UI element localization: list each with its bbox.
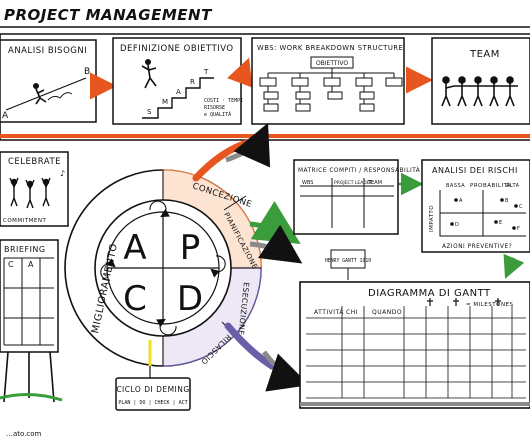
risk-point-e: E bbox=[499, 220, 502, 226]
celebrate-panel: CELEBRATE ♪ COMMITMENT bbox=[0, 151, 69, 227]
process-frame bbox=[0, 33, 530, 141]
gantt-col-quando: QUANDO bbox=[372, 309, 402, 316]
cycle-arrow-bottom-icon bbox=[156, 318, 177, 336]
smart-t: T bbox=[203, 68, 209, 76]
risk-high: ALTA bbox=[506, 183, 520, 189]
matrix-title: MATRICE COMPITI / RESPONSABILITÀ bbox=[298, 167, 420, 174]
risk-actions: AZIONI PREVENTIVE? bbox=[442, 244, 512, 250]
cycle-arrow-top-icon bbox=[149, 200, 170, 218]
risk-probability: PROBABILITÀ bbox=[470, 182, 511, 189]
risk-point-b: B bbox=[505, 198, 509, 204]
marker-a: A bbox=[2, 111, 9, 121]
arrow-gray-right bbox=[249, 224, 303, 264]
marker-b: B bbox=[84, 67, 90, 77]
gantt-note: HENRY GANTT 1910 bbox=[325, 258, 371, 264]
matrix-col-team: TEAM bbox=[367, 180, 382, 186]
runner-figure-icon bbox=[33, 83, 47, 105]
cycle-arrow-right-icon bbox=[210, 255, 226, 278]
step-definizione-obiettivo: DEFINIZIONE OBIETTIVO S M A R T COSTI · … bbox=[112, 37, 243, 125]
pdca-letter-d: D bbox=[177, 279, 203, 319]
matrix-grid bbox=[300, 178, 394, 228]
arrow-gray-down bbox=[262, 350, 310, 392]
risk-impact: IMPATTO bbox=[429, 205, 435, 232]
milestone-markers-icon bbox=[427, 298, 501, 306]
step-wbs: WBS: WORK BREAKDOWN STRUCTURE OBIETTIVO bbox=[251, 37, 405, 125]
page-title: PROJECT MANAGEMENT bbox=[4, 6, 213, 24]
risk-point-c: C bbox=[519, 204, 523, 210]
step-team: TEAM bbox=[431, 37, 530, 125]
note-line-3: e QUALITÀ bbox=[204, 111, 231, 118]
celebrating-people-icon bbox=[9, 177, 51, 209]
responsibility-matrix: MATRICE COMPITI / RESPONSABILITÀ WBS PRO… bbox=[293, 159, 420, 235]
step-label: TEAM bbox=[469, 49, 500, 60]
briefing-col-a: A bbox=[28, 260, 34, 269]
commitment-label: COMMITMENT bbox=[3, 218, 46, 224]
arrow-green-down bbox=[503, 253, 525, 279]
gantt-col-attivita: ATTIVITÀ bbox=[314, 309, 344, 316]
pdca-letter-c: C bbox=[123, 279, 147, 319]
risk-title: ANALISI DEI RISCHI bbox=[432, 166, 518, 175]
climber-figure-icon bbox=[141, 59, 157, 89]
smart-s: S bbox=[147, 108, 152, 116]
celebrate-label: CELEBRATE bbox=[8, 157, 61, 167]
footer-credit: …ato.com bbox=[6, 430, 42, 438]
deming-subtitle: PLAN | DO | CHECK | ACT bbox=[118, 400, 187, 406]
deming-sign: CICLO DI DEMING PLAN | DO | CHECK | ACT bbox=[115, 340, 191, 411]
briefing-panel: BRIEFING C A bbox=[0, 239, 59, 353]
matrix-col-leader: PROJECT LEADER bbox=[334, 180, 373, 186]
smart-r: R bbox=[190, 78, 195, 86]
note-line-2: RISORSE bbox=[204, 105, 225, 111]
deming-title: CICLO DI DEMING bbox=[116, 385, 189, 394]
arrow-orange-up bbox=[192, 138, 254, 182]
briefing-label: BRIEFING bbox=[4, 245, 46, 254]
gantt-chart: DIAGRAMMA DI GANTT ATTIVITÀ CHI QUANDO =… bbox=[299, 281, 530, 409]
music-note-icon: ♪ bbox=[60, 169, 65, 178]
risk-grid bbox=[439, 190, 526, 237]
step-analisi-bisogni: ANALISI BISOGNI A B bbox=[0, 39, 97, 123]
step-label: WBS: WORK BREAKDOWN STRUCTURE bbox=[257, 44, 403, 52]
henry-gantt-note: HENRY GANTT 1910 bbox=[325, 249, 371, 280]
wbs-sub-connectors bbox=[267, 86, 365, 104]
risk-point-d: D bbox=[455, 222, 459, 228]
risk-analysis: ANALISI DEI RISCHI PROBABILITÀ BASSA ALT… bbox=[421, 159, 530, 253]
wbs-nodes bbox=[259, 77, 403, 112]
flip-chart-stand-icon bbox=[0, 351, 63, 403]
cycle-arrow-left-icon bbox=[100, 258, 116, 281]
smart-m: M bbox=[162, 98, 168, 106]
risk-low: BASSA bbox=[446, 183, 465, 189]
arrow-gray-up bbox=[225, 122, 271, 168]
wbs-connectors bbox=[267, 68, 395, 78]
briefing-grid bbox=[3, 257, 54, 346]
gantt-milestones: = MILESTONES bbox=[466, 302, 514, 308]
arrow-violet-down bbox=[224, 322, 276, 370]
smart-a: A bbox=[176, 88, 181, 96]
step-path-line bbox=[5, 77, 87, 111]
step-label: ANALISI BISOGNI bbox=[8, 46, 87, 56]
squiggle-scribble bbox=[47, 92, 73, 101]
wbs-root-label: OBIETTIVO bbox=[316, 60, 348, 67]
note-line-1: COSTI · TEMPI bbox=[204, 98, 243, 104]
risk-points bbox=[450, 198, 518, 230]
staircase-line bbox=[142, 77, 214, 119]
gantt-columns bbox=[341, 306, 513, 398]
matrix-col-wbs: WBS bbox=[302, 180, 313, 186]
pdca-letter-a: A bbox=[123, 228, 146, 268]
arrow-to-wbs bbox=[227, 57, 253, 88]
pdca-cycle: A P C D CONCEZIONE PIANIFICAZIONE ESECUZ… bbox=[64, 169, 262, 367]
gantt-title: DIAGRAMMA DI GANTT bbox=[368, 288, 491, 299]
team-people-icon bbox=[441, 76, 518, 107]
gantt-col-chi: CHI bbox=[346, 309, 358, 316]
gantt-rows bbox=[306, 317, 526, 399]
pdca-letter-p: P bbox=[180, 228, 201, 268]
briefing-col-c: C bbox=[8, 260, 14, 269]
risk-point-f: F bbox=[517, 226, 520, 232]
step-label: DEFINIZIONE OBIETTIVO bbox=[120, 44, 234, 54]
sector-tick-1 bbox=[223, 195, 247, 211]
risk-point-a: A bbox=[459, 198, 463, 204]
